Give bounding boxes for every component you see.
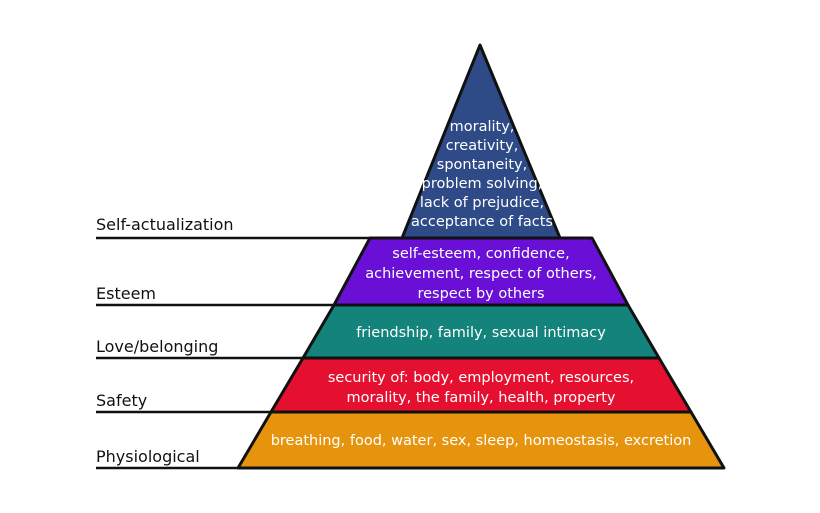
tier-text-line: creativity, bbox=[446, 138, 519, 154]
tier-self-actualization-text: morality, creativity, spontaneity, probl… bbox=[411, 119, 553, 230]
tier-text-line: friendship, family, sexual intimacy bbox=[356, 325, 606, 341]
tier-text-line: morality, bbox=[450, 119, 515, 135]
leader-lines bbox=[96, 236, 372, 470]
tier-bands bbox=[236, 43, 726, 470]
tier-safety-text: security of: body, employment, resources… bbox=[328, 370, 634, 406]
level-label-esteem: Esteem bbox=[96, 284, 156, 303]
level-label-love-belonging: Love/belonging bbox=[96, 337, 218, 356]
tier-text-line: breathing, food, water, sex, sleep, home… bbox=[271, 433, 692, 449]
tier-text-line: spontaneity, bbox=[437, 157, 527, 173]
level-label-self-actualization: Self-actualization bbox=[96, 215, 234, 234]
tier-descriptions: morality, creativity, spontaneity, probl… bbox=[271, 119, 692, 449]
level-label-physiological: Physiological bbox=[96, 447, 200, 466]
level-label-safety: Safety bbox=[96, 391, 147, 410]
tier-physiological-text: breathing, food, water, sex, sleep, home… bbox=[271, 433, 692, 449]
tier-text-line: security of: body, employment, resources… bbox=[328, 370, 634, 386]
tier-esteem-text: self-esteem, confidence, achievement, re… bbox=[365, 246, 597, 302]
tier-text-line: respect by others bbox=[417, 286, 544, 302]
tier-love-belonging-text: friendship, family, sexual intimacy bbox=[356, 325, 606, 341]
tier-physiological-band bbox=[236, 410, 726, 470]
tier-text-line: achievement, respect of others, bbox=[365, 266, 597, 282]
tier-text-line: acceptance of facts bbox=[411, 214, 553, 230]
level-labels: Self-actualization Esteem Love/belonging… bbox=[96, 215, 234, 466]
tier-text-line: morality, the family, health, property bbox=[347, 390, 616, 406]
tier-text-line: lack of prejudice, bbox=[420, 195, 544, 211]
tier-text-line: self-esteem, confidence, bbox=[392, 246, 569, 262]
tier-text-line: problem solving, bbox=[422, 176, 543, 192]
